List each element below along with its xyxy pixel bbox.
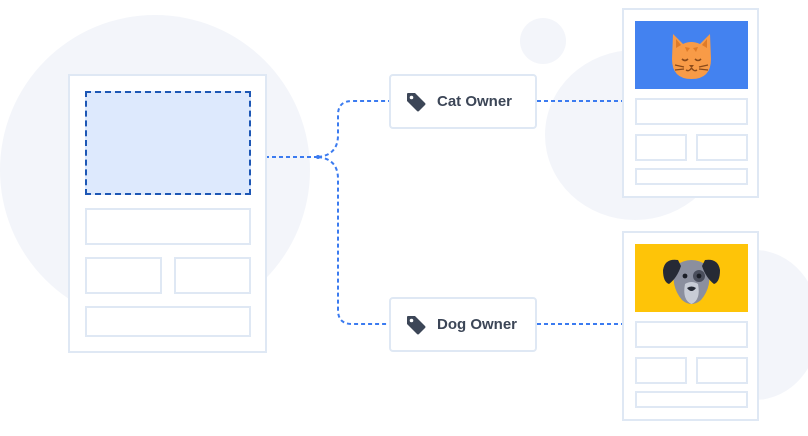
content-row-footer — [635, 391, 748, 408]
tag-icon — [407, 315, 426, 334]
connector-branch-bottom — [317, 156, 390, 325]
source-template-card — [68, 74, 267, 353]
cat-email-card — [622, 8, 759, 198]
segment-tag-dog-owner[interactable]: Dog Owner — [389, 297, 537, 352]
tag-icon — [407, 92, 426, 111]
segment-label: Dog Owner — [437, 316, 518, 333]
content-row-half-right — [174, 257, 251, 294]
content-row-full — [635, 321, 748, 348]
segment-tag-cat-owner[interactable]: Cat Owner — [389, 74, 537, 129]
content-row-full — [85, 208, 251, 245]
dog-image-block — [635, 244, 748, 312]
content-row-half-left — [85, 257, 162, 294]
content-row-footer — [85, 306, 251, 337]
content-row-footer — [635, 168, 748, 185]
content-row-half-left — [635, 357, 687, 384]
content-row-full — [635, 98, 748, 125]
dog-email-card — [622, 231, 759, 421]
dynamic-content-block[interactable] — [85, 91, 251, 195]
cat-face-icon — [672, 34, 711, 79]
content-row-half-right — [696, 134, 748, 161]
dog-face-icon — [663, 259, 720, 304]
cat-image-block — [635, 21, 748, 89]
connector-junction-dot — [316, 155, 320, 159]
connector-branch-top — [317, 100, 390, 158]
content-row-half-right — [696, 357, 748, 384]
content-row-half-left — [635, 134, 687, 161]
segment-label: Cat Owner — [437, 93, 513, 110]
background-dot-small — [520, 18, 566, 64]
